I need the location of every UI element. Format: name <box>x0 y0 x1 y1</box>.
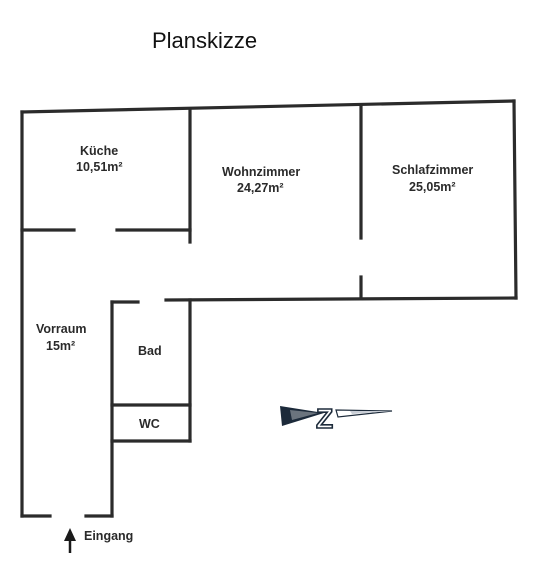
entrance-label: Eingang <box>84 529 133 543</box>
room-living: Wohnzimmer 24,27m² <box>222 165 300 195</box>
room-hallway: Vorraum 15m² <box>36 322 86 353</box>
room-kitchen-name: Küche <box>80 144 118 158</box>
plan-title: Planskizze <box>152 28 257 53</box>
room-wc-name: WC <box>139 417 160 431</box>
room-kitchen-area: 10,51m² <box>76 160 123 174</box>
arrow-up-icon <box>64 528 76 553</box>
room-hallway-name: Vorraum <box>36 322 86 336</box>
room-bathroom: Bad <box>138 344 162 358</box>
wall-living-bottom <box>164 296 518 302</box>
room-bathroom-name: Bad <box>138 344 162 358</box>
room-living-name: Wohnzimmer <box>222 165 300 179</box>
room-hallway-area: 15m² <box>46 339 75 353</box>
outer-wall-top <box>20 99 516 114</box>
walls <box>20 99 518 518</box>
room-kitchen: Küche 10,51m² <box>76 144 123 174</box>
room-bedroom: Schlafzimmer 25,05m² <box>392 163 473 194</box>
room-wc: WC <box>139 417 160 431</box>
room-living-area: 24,27m² <box>237 181 284 195</box>
room-bedroom-area: 25,05m² <box>409 180 456 194</box>
outer-wall-right <box>512 99 518 300</box>
room-bedroom-name: Schlafzimmer <box>392 163 473 177</box>
north-arrow-icon: Z <box>280 402 393 435</box>
compass-letter: Z <box>316 403 333 434</box>
entrance: Eingang <box>64 528 133 553</box>
